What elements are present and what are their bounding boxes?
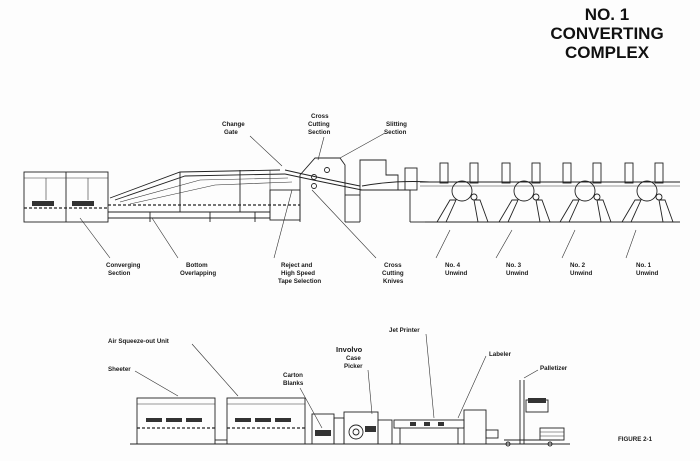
involvo-case-picker-machine [343, 411, 393, 445]
label-sheeter: Sheeter [108, 366, 179, 397]
svg-text:Cross: Cross [384, 262, 402, 269]
svg-text:Blanks: Blanks [283, 380, 304, 387]
svg-text:No. 2: No. 2 [570, 262, 586, 269]
svg-text:Palletizer: Palletizer [540, 365, 568, 372]
svg-text:Air Squeeze-out Unit: Air Squeeze-out Unit [108, 338, 169, 345]
svg-text:Cutting: Cutting [308, 121, 330, 128]
air-squeeze-out-unit-machine [215, 397, 306, 445]
svg-text:Knives: Knives [383, 278, 404, 285]
svg-text:Unwind: Unwind [570, 270, 593, 277]
slitting-section-machine [359, 159, 431, 223]
label-slitting-section: Slitting Section [339, 121, 407, 159]
unwind-3-machine [498, 162, 551, 223]
svg-text:Gate: Gate [224, 129, 238, 136]
svg-text:Cross: Cross [311, 113, 329, 120]
svg-text:Converging: Converging [106, 262, 141, 269]
title-line-1: NO. 1 [585, 5, 629, 24]
label-converging-section: Converging Section [79, 217, 141, 277]
unwind-rail [420, 181, 680, 223]
svg-text:Change: Change [222, 121, 245, 128]
svg-text:Unwind: Unwind [445, 270, 468, 277]
label-carton-blanks: Carton Blanks [283, 372, 323, 429]
label-unwind-2: No. 2 Unwind [561, 229, 593, 277]
svg-text:Bottom: Bottom [186, 262, 208, 269]
conveyor-jet-printer [393, 409, 499, 445]
svg-text:Section: Section [108, 270, 131, 277]
svg-text:Carton: Carton [283, 372, 303, 379]
label-unwind-4: No. 4 Unwind [435, 229, 468, 277]
unwind-1-machine [621, 162, 674, 223]
svg-text:No. 1: No. 1 [636, 262, 652, 269]
svg-text:Tape Selection: Tape Selection [278, 278, 321, 285]
label-unwind-3: No. 3 Unwind [495, 229, 529, 277]
svg-text:Overlapping: Overlapping [180, 270, 216, 277]
label-air-squeeze-out-unit: Air Squeeze-out Unit [108, 338, 239, 397]
svg-text:Section: Section [384, 129, 407, 136]
svg-text:Involvo: Involvo [336, 345, 363, 354]
label-palletizer: Palletizer [523, 365, 568, 379]
unwind-4-machine [436, 162, 489, 223]
label-cross-cutting-section: Cross Cutting Section [308, 113, 331, 161]
label-jet-printer: Jet Printer [389, 327, 435, 419]
svg-text:Slitting: Slitting [386, 121, 407, 128]
figure-label: FIGURE 2-1 [618, 436, 653, 443]
svg-text:Unwind: Unwind [506, 270, 529, 277]
svg-text:Reject and: Reject and [281, 262, 313, 269]
svg-text:Section: Section [308, 129, 331, 136]
svg-text:No. 4: No. 4 [445, 262, 461, 269]
sheeter-machine [136, 397, 216, 445]
svg-text:Cutting: Cutting [382, 270, 404, 277]
cross-cutting-section-machine [284, 157, 363, 223]
svg-text:Labeler: Labeler [489, 351, 512, 358]
palletizer-machine [504, 380, 565, 447]
svg-text:Picker: Picker [344, 363, 363, 370]
label-unwind-1: No. 1 Unwind [625, 229, 659, 277]
title-line-2: CONVERTING [550, 24, 663, 43]
label-reject-tape-selection: Reject and High Speed Tape Selection [273, 189, 321, 285]
unwind-2-machine [559, 162, 612, 223]
svg-text:High Speed: High Speed [281, 270, 315, 277]
label-labeler: Labeler [457, 351, 512, 419]
converging-section-machine [23, 169, 301, 223]
label-bottom-overlapping: Bottom Overlapping [151, 217, 216, 277]
label-change-gate: Change Gate [222, 121, 283, 167]
svg-text:Case: Case [346, 355, 361, 362]
svg-text:Unwind: Unwind [636, 270, 659, 277]
title-line-3: COMPLEX [565, 43, 650, 62]
svg-text:Sheeter: Sheeter [108, 366, 131, 373]
label-cross-cutting-knives: Cross Cutting Knives [311, 189, 404, 285]
svg-text:No. 3: No. 3 [506, 262, 522, 269]
label-involvo-case-picker: Involvo Case Picker [336, 345, 373, 415]
svg-text:Jet Printer: Jet Printer [389, 327, 420, 334]
